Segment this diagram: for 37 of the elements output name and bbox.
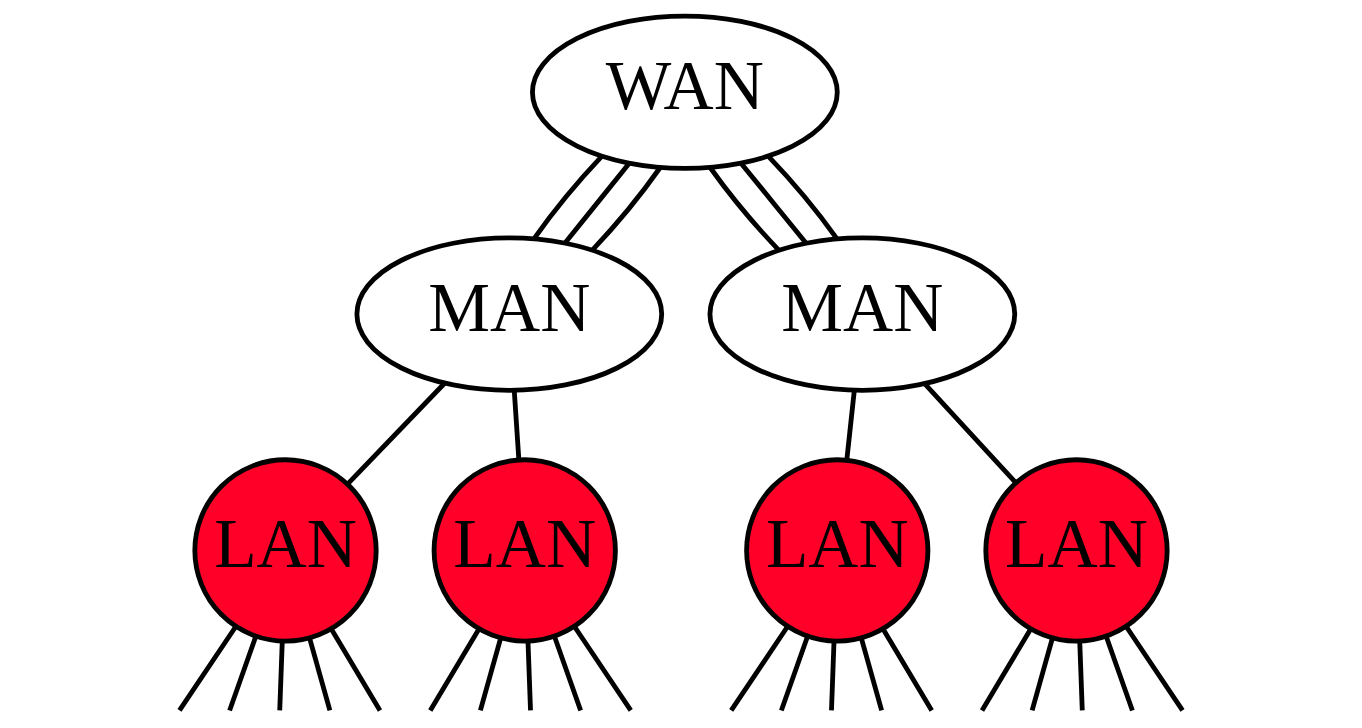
connector (1077, 641, 1085, 711)
connector (511, 390, 522, 460)
connector (1104, 636, 1135, 712)
connector (572, 625, 633, 712)
connector (346, 381, 447, 486)
connector (532, 155, 604, 240)
node-circle: LAN (192, 457, 379, 644)
connector (829, 641, 837, 711)
connector (590, 166, 662, 252)
node-circle: LAN (744, 457, 931, 644)
connector (1029, 637, 1055, 712)
connector (844, 390, 857, 460)
connector (858, 637, 884, 712)
connector (766, 154, 839, 240)
connector (979, 628, 1033, 712)
connector (307, 637, 333, 712)
node-ellipse: MAN (354, 235, 665, 393)
node-circle: LAN (431, 457, 618, 644)
node-ellipse: MAN (707, 235, 1018, 393)
connector (923, 382, 1018, 485)
node-circle: LAN (983, 457, 1170, 644)
connector (708, 166, 781, 252)
connector (729, 625, 790, 712)
connector (739, 161, 808, 245)
node-ellipse: WAN (530, 13, 840, 171)
connector (428, 628, 481, 712)
connector (1124, 625, 1185, 712)
connector (881, 628, 934, 712)
connector (177, 625, 238, 712)
connector (277, 641, 285, 711)
connector (779, 636, 810, 712)
connector (552, 636, 583, 712)
connector (329, 628, 383, 712)
connector (563, 162, 631, 245)
connector (227, 636, 258, 712)
connector (478, 637, 504, 712)
connector (525, 641, 533, 711)
